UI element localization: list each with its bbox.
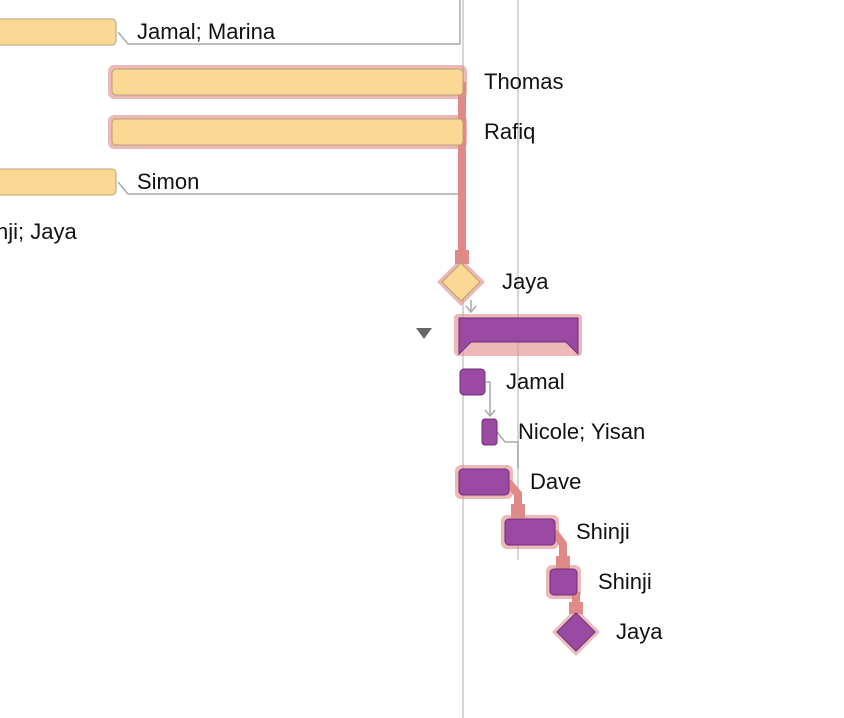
task-bar-thomas[interactable]	[111, 68, 464, 96]
task-bar-dave[interactable]	[458, 468, 510, 496]
assignee-label: nji; Jaya	[0, 219, 77, 244]
milestone-diamond-jaya-2[interactable]	[556, 612, 596, 652]
assignee-label: Shinji	[576, 519, 630, 544]
assignee-label: Jaya	[616, 619, 663, 644]
assignee-label: Thomas	[484, 69, 564, 94]
assignee-label: Jaya	[502, 269, 549, 294]
critical-path-joint	[511, 504, 525, 518]
collapse-triangle-icon[interactable]	[416, 328, 432, 339]
assignee-label: Simon	[137, 169, 200, 194]
dependency-line	[496, 431, 519, 468]
task-bar-shinji-1[interactable]	[504, 518, 556, 546]
task-bar-rafiq[interactable]	[111, 118, 464, 146]
task-bar-jamal-2[interactable]	[459, 368, 486, 396]
task-bar-nicole-yisan[interactable]	[481, 418, 498, 446]
group-summary-bar[interactable]	[458, 317, 579, 356]
assignee-label: Nicole; Yisan	[518, 419, 646, 444]
task-bar-jamal-marina[interactable]	[0, 18, 117, 46]
assignee-label: Rafiq	[484, 119, 536, 144]
task-bars	[0, 18, 600, 656]
dependency-line	[486, 381, 491, 416]
assignee-label: Jamal; Marina	[137, 19, 276, 44]
task-bar-simon[interactable]	[0, 168, 117, 196]
dependency-arrow	[484, 409, 496, 418]
milestone-diamond-jaya[interactable]	[441, 262, 481, 302]
dependency-arrow	[465, 305, 477, 314]
task-bar-shinji-2[interactable]	[549, 568, 578, 596]
assignee-label: Shinji	[598, 569, 652, 594]
assignee-label: Dave	[530, 469, 582, 494]
dependency-line	[117, 0, 461, 45]
assignee-label: Jamal	[506, 369, 565, 394]
